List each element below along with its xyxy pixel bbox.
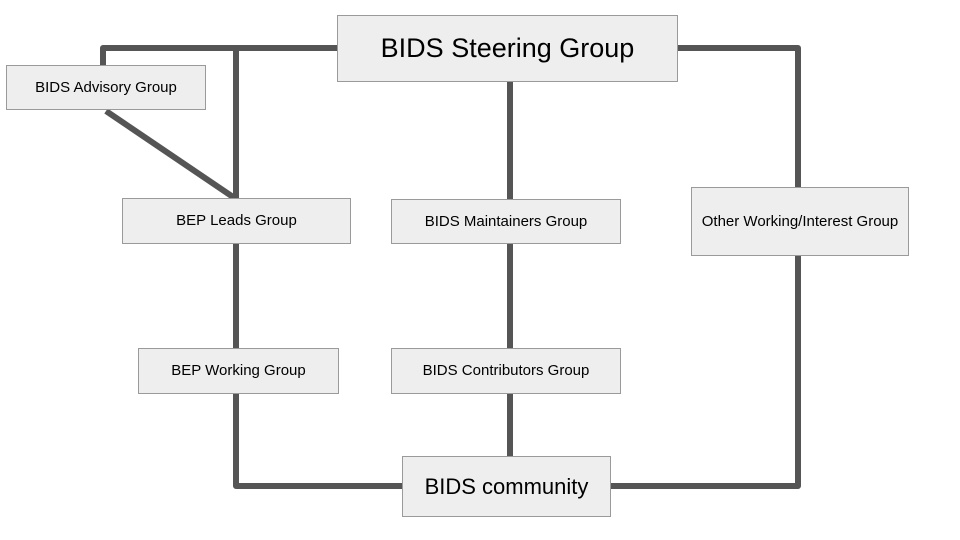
edge-advisory-to-bep-leads <box>104 108 238 202</box>
edge-bep-leads-to-community <box>233 244 402 489</box>
node-bids-contributors-group[interactable]: BIDS Contributors Group <box>391 348 621 394</box>
node-label: BIDS Steering Group <box>380 32 635 63</box>
node-label: BIDS Maintainers Group <box>424 212 588 230</box>
node-bids-maintainers-group[interactable]: BIDS Maintainers Group <box>391 199 621 244</box>
node-label: BIDS community <box>424 473 589 499</box>
node-other-working-interest-group[interactable]: Other Working/Interest Group <box>691 187 909 256</box>
edge-steering-to-advisory <box>100 45 337 68</box>
node-label: Other Working/Interest Group <box>701 212 899 230</box>
node-bep-working-group[interactable]: BEP Working Group <box>138 348 339 394</box>
node-label: BEP Working Group <box>171 362 306 380</box>
node-label: BIDS Contributors Group <box>422 362 590 380</box>
node-bep-leads-group[interactable]: BEP Leads Group <box>122 198 351 244</box>
node-label: BEP Leads Group <box>176 212 297 230</box>
node-bids-steering-group[interactable]: BIDS Steering Group <box>337 15 678 82</box>
node-bids-advisory-group[interactable]: BIDS Advisory Group <box>6 65 206 110</box>
node-label: BIDS Advisory Group <box>35 78 177 96</box>
edge-steering-to-other-wg <box>611 45 801 489</box>
node-bids-community[interactable]: BIDS community <box>402 456 611 517</box>
